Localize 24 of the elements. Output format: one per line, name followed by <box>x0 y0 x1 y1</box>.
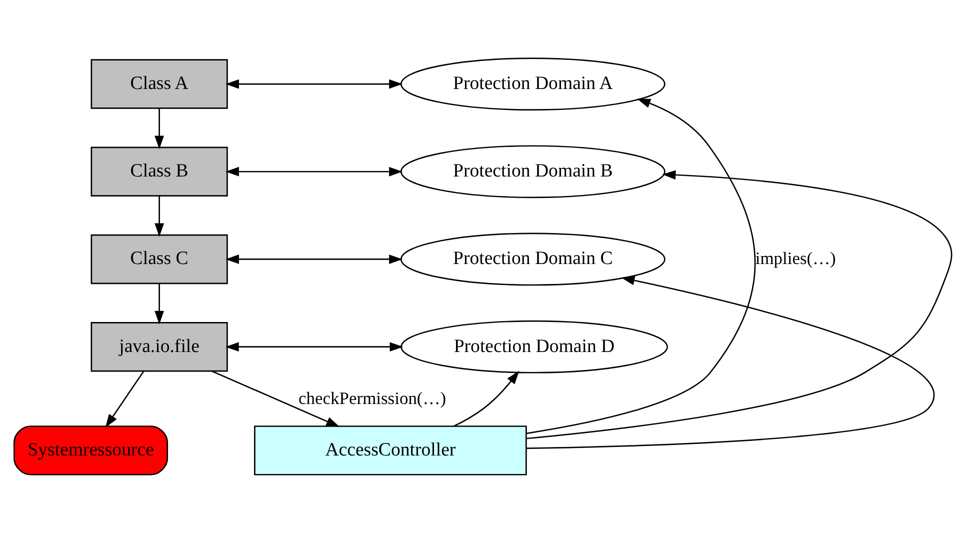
arrow <box>154 108 164 150</box>
arrow <box>211 370 340 427</box>
arrow <box>526 170 952 440</box>
node-box: AccessController <box>254 426 527 476</box>
arrow <box>154 196 164 237</box>
node-box: java.io.file <box>90 322 228 372</box>
arrow <box>226 254 403 264</box>
node-ellipse: Protection Domain D <box>400 320 668 374</box>
node-ellipse: Protection Domain A <box>400 58 666 110</box>
node-box: Class A <box>90 59 228 109</box>
node-ellipse: Protection Domain B <box>400 145 666 198</box>
arrow <box>105 370 144 428</box>
arrow <box>526 276 934 449</box>
node-box: Class C <box>90 234 228 284</box>
arrow <box>454 370 520 427</box>
arrow <box>154 284 164 324</box>
arrow <box>526 98 756 434</box>
arrow <box>225 342 404 352</box>
node-box: Class B <box>90 146 228 196</box>
arrow <box>226 166 403 176</box>
edge-label: checkPermission(…) <box>298 388 446 408</box>
node-box: Systemressource <box>14 426 168 476</box>
edge-label: implies(…) <box>755 248 836 268</box>
arrow <box>226 79 403 89</box>
